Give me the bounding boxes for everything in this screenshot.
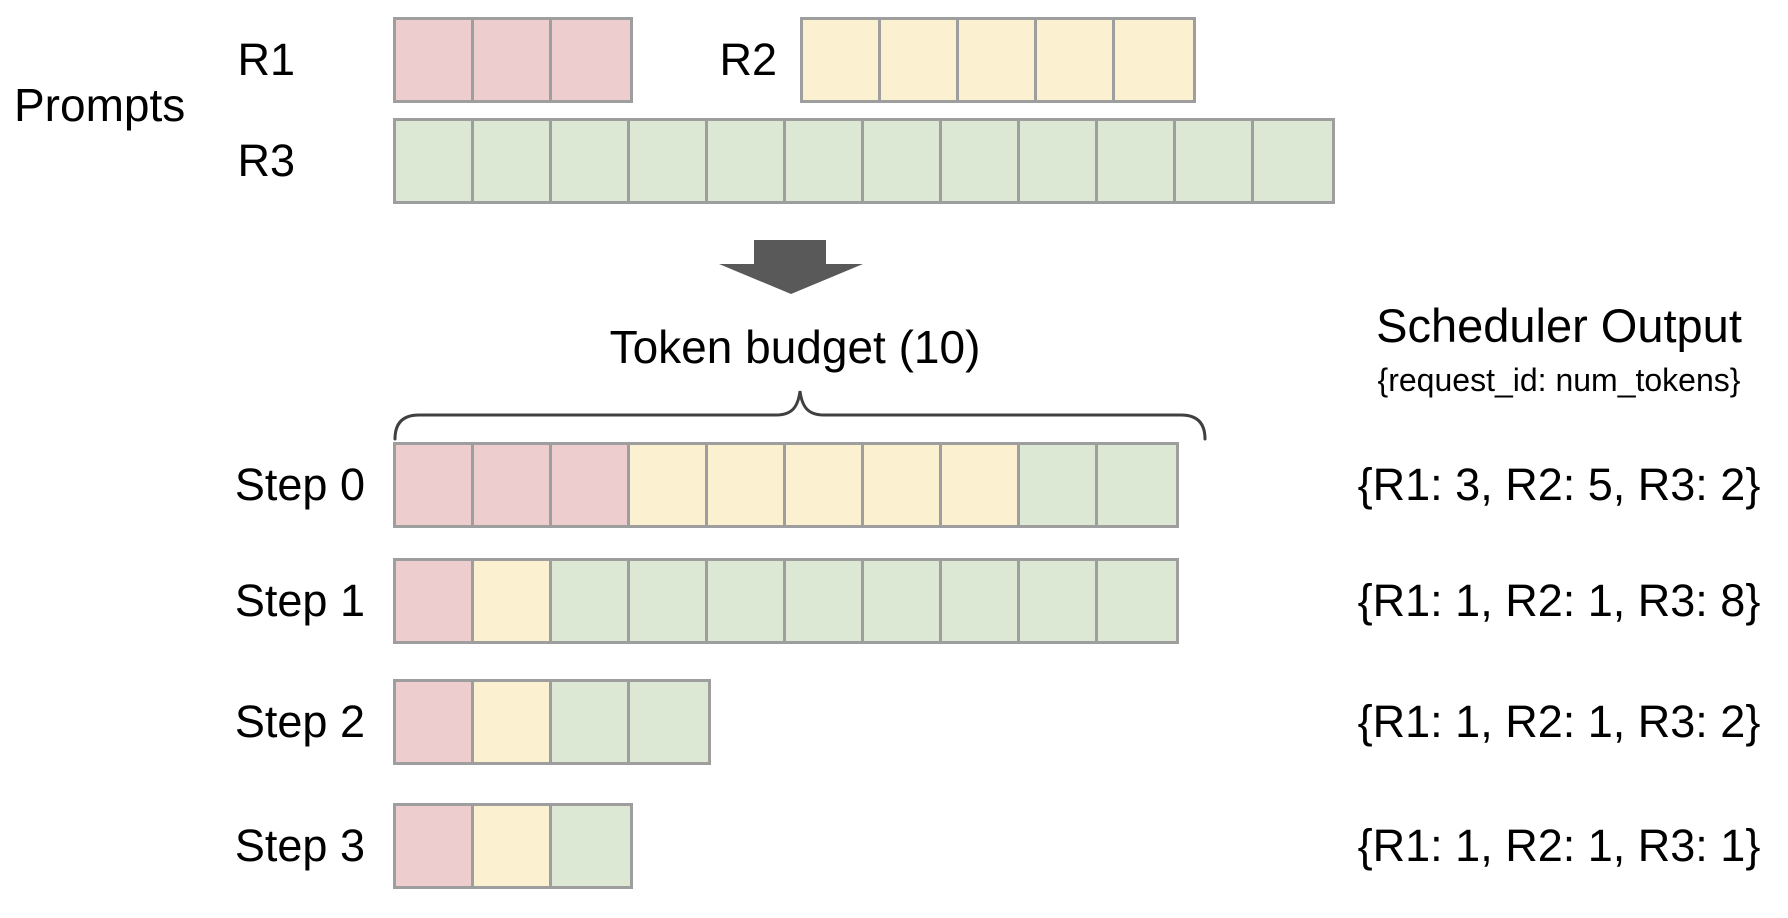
token-cell-r2 — [959, 20, 1037, 100]
token-cell-r1 — [396, 682, 474, 762]
token-cell-r1 — [396, 806, 474, 886]
step-1-label: Step 1 — [234, 575, 365, 627]
step-row-1 — [393, 558, 1179, 644]
token-cell-r2 — [474, 806, 552, 886]
token-cell-r3 — [786, 121, 864, 201]
token-cell-r3 — [1020, 561, 1098, 641]
token-cell-r3 — [630, 561, 708, 641]
token-cell-r1 — [396, 445, 474, 525]
scheduler-output-subtitle: {request_id: num_tokens} — [1377, 362, 1741, 399]
token-cell-r3 — [942, 121, 1020, 201]
step-row-3 — [393, 803, 633, 889]
token-cell-r1 — [552, 20, 630, 100]
token-cell-r3 — [552, 682, 630, 762]
token-cell-r2 — [881, 20, 959, 100]
token-cell-r3 — [1098, 561, 1176, 641]
token-cell-r3 — [864, 561, 942, 641]
token-cell-r1 — [474, 20, 552, 100]
token-cell-r3 — [1020, 445, 1098, 525]
prompt-row-r3 — [393, 118, 1335, 204]
token-budget-label: Token budget (10) — [609, 320, 981, 373]
token-cell-r2 — [630, 445, 708, 525]
scheduler-output-step-1: {R1: 1, R2: 1, R3: 8} — [1357, 575, 1761, 627]
token-cell-r2 — [1037, 20, 1115, 100]
token-cell-r2 — [942, 445, 1020, 525]
token-cell-r2 — [474, 682, 552, 762]
token-cell-r3 — [474, 121, 552, 201]
token-cell-r1 — [552, 445, 630, 525]
token-cell-r3 — [630, 682, 708, 762]
token-cell-r2 — [708, 445, 786, 525]
prompts-section-label: Prompts — [14, 78, 186, 131]
token-cell-r3 — [1254, 121, 1332, 201]
step-row-2 — [393, 679, 711, 765]
token-cell-r1 — [396, 20, 474, 100]
prompt-row-r1 — [393, 17, 633, 103]
token-cell-r2 — [803, 20, 881, 100]
token-cell-r3 — [552, 806, 630, 886]
prompt-r2-label: R2 — [719, 34, 777, 86]
token-cell-r3 — [552, 561, 630, 641]
token-cell-r3 — [552, 121, 630, 201]
token-cell-r3 — [630, 121, 708, 201]
step-row-0 — [393, 442, 1179, 528]
token-cell-r2 — [1115, 20, 1193, 100]
prompt-row-r2 — [800, 17, 1196, 103]
token-cell-r1 — [474, 445, 552, 525]
token-cell-r3 — [396, 121, 474, 201]
step-3-label: Step 3 — [234, 820, 365, 872]
token-cell-r2 — [864, 445, 942, 525]
down-arrow-icon — [719, 240, 863, 294]
scheduler-output-step-2: {R1: 1, R2: 1, R3: 2} — [1357, 696, 1761, 748]
prompt-r1-label: R1 — [237, 34, 295, 86]
token-cell-r3 — [786, 561, 864, 641]
token-cell-r3 — [1098, 445, 1176, 525]
token-cell-r3 — [708, 561, 786, 641]
prompt-r3-label: R3 — [237, 135, 295, 187]
step-0-label: Step 0 — [234, 459, 365, 511]
token-cell-r3 — [1176, 121, 1254, 201]
scheduler-output-step-3: {R1: 1, R2: 1, R3: 1} — [1357, 820, 1761, 872]
scheduler-output-step-0: {R1: 3, R2: 5, R3: 2} — [1357, 459, 1761, 511]
token-cell-r3 — [708, 121, 786, 201]
token-cell-r3 — [1098, 121, 1176, 201]
token-cell-r2 — [786, 445, 864, 525]
token-budget-brace — [393, 390, 1207, 441]
scheduler-output-title: Scheduler Output — [1376, 299, 1742, 353]
token-cell-r3 — [1020, 121, 1098, 201]
token-cell-r3 — [942, 561, 1020, 641]
step-2-label: Step 2 — [234, 696, 365, 748]
token-cell-r3 — [864, 121, 942, 201]
token-cell-r2 — [474, 561, 552, 641]
token-cell-r1 — [396, 561, 474, 641]
